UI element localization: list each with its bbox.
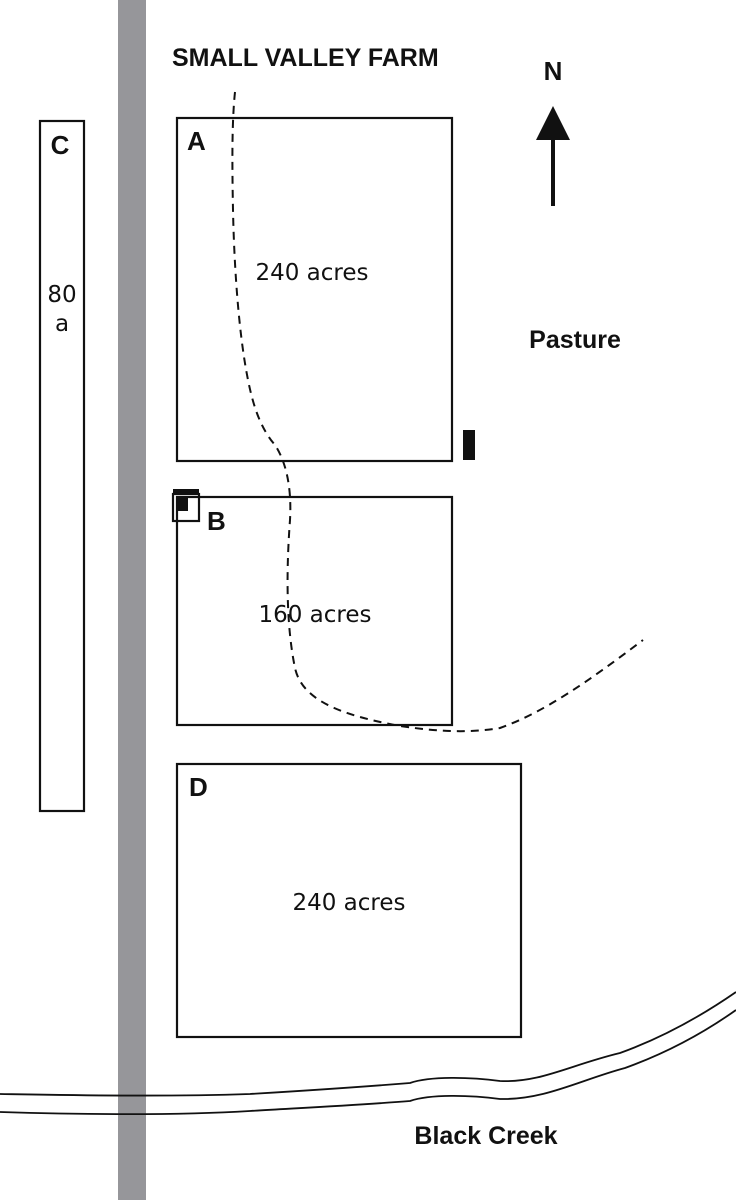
parcel-c-area-line2: a: [55, 311, 69, 337]
creek-bank-north: [0, 991, 736, 1097]
road: [118, 0, 146, 1200]
parcel-c-area-line1: 80: [47, 282, 76, 308]
parcel-d-id: D: [189, 772, 208, 802]
parcel-d: [175, 762, 523, 1039]
parcel-a-id: A: [187, 126, 206, 156]
creek-bank-south: [0, 1009, 736, 1116]
parcel-c: [38, 119, 86, 813]
parcel-b: [175, 495, 454, 727]
map-title: SMALL VALLEY FARM: [172, 44, 439, 72]
pasture-label: Pasture: [529, 326, 621, 354]
north-arrow-icon: [536, 106, 570, 206]
building-marker-a: [463, 430, 475, 460]
parcel-b-area: 160 acres: [258, 602, 371, 628]
building-marker-b: [171, 489, 201, 523]
parcel-b-id: B: [207, 506, 226, 536]
compass-label: N: [544, 56, 563, 86]
parcel-a: [175, 116, 454, 463]
creek-label: Black Creek: [414, 1122, 557, 1150]
parcel-d-area: 240 acres: [292, 890, 405, 916]
parcel-c-id: C: [51, 130, 70, 160]
dashed-trail: [231, 91, 644, 733]
parcel-a-area: 240 acres: [255, 260, 368, 286]
